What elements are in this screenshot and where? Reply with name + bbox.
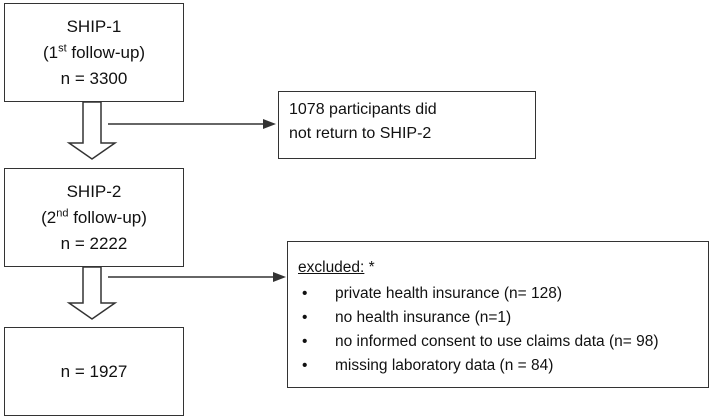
ship1-followup-text: follow-up): [66, 42, 146, 62]
excluded-item: • missing laboratory data (n = 84): [298, 354, 698, 378]
ship2-box: SHIP-2 (2nd follow-up) n = 2222: [4, 168, 184, 267]
ship1-followup: (1st follow-up): [42, 41, 146, 62]
excluded-heading: excluded:: [298, 259, 365, 276]
dropout-line-1: 1078 participants did: [289, 101, 437, 118]
dropout-arrowhead: [263, 119, 276, 129]
bullet-icon: •: [302, 285, 308, 302]
excluded-item-text: no informed consent to use claims data (…: [335, 333, 659, 350]
ship2-followup: (2nd follow-up): [41, 206, 147, 227]
ship2-title: SHIP-2: [66, 181, 122, 201]
excluded-item-text: private health insurance (n= 128): [335, 285, 563, 302]
ship1-count: n = 3300: [60, 68, 128, 88]
down-arrow-1: [66, 101, 118, 160]
dropout-box: 1078 participants did not return to SHIP…: [278, 91, 536, 159]
bullet-icon: •: [302, 357, 308, 374]
excluded-box: excluded: * • private health insurance (n…: [287, 241, 709, 388]
ship2-followup-text: follow-up): [68, 207, 147, 227]
ship1-ordinal: 1: [48, 42, 59, 62]
ship1-title: SHIP-1: [66, 16, 122, 36]
bullet-icon: •: [302, 333, 308, 350]
excluded-item: • no health insurance (n=1): [298, 306, 698, 330]
bullet-icon: •: [302, 309, 308, 326]
excluded-item-text: no health insurance (n=1): [335, 309, 512, 326]
final-box: n = 1927: [4, 327, 184, 416]
ship1-box: SHIP-1 (1st follow-up) n = 3300: [4, 3, 184, 102]
ship2-ordinal-suffix: nd: [56, 206, 69, 219]
excluded-arrowhead: [273, 272, 286, 282]
excluded-item: • no informed consent to use claims data …: [298, 330, 698, 354]
ship2-count: n = 2222: [60, 233, 128, 253]
excluded-item-text: missing laboratory data (n = 84): [335, 357, 554, 374]
excluded-list: • private health insurance (n= 128) • no h…: [298, 282, 698, 378]
excluded-marker: *: [364, 259, 375, 276]
down-arrow-2: [66, 266, 118, 320]
dropout-line-2: not return to SHIP-2: [289, 125, 432, 142]
ship2-ordinal: 2: [46, 207, 57, 227]
excluded-item: • private health insurance (n= 128): [298, 282, 698, 306]
excluded-header: excluded: *: [298, 256, 698, 280]
ship1-ordinal-suffix: st: [58, 41, 67, 54]
final-count: n = 1927: [60, 361, 128, 381]
